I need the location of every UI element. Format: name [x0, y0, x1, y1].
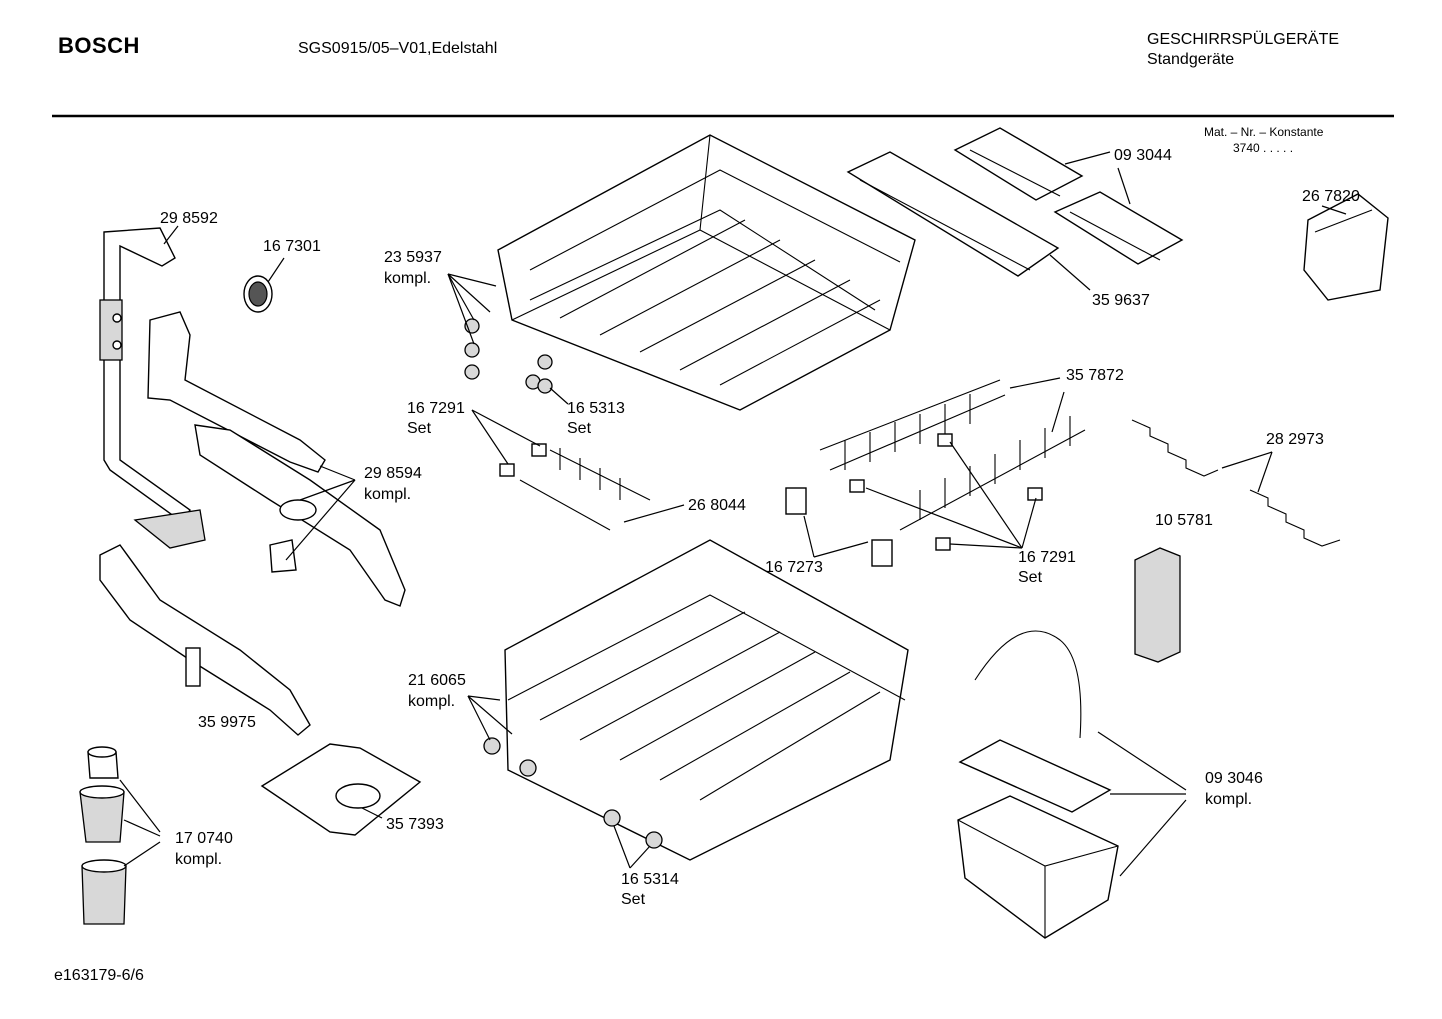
part-label-268044: 26 8044 [688, 497, 746, 514]
part-note-235937: kompl. [384, 270, 432, 287]
part-label-282973: 28 2973 [1266, 431, 1324, 448]
filter-drawing [79, 746, 127, 925]
matnr-value: 3740 . . . . . [1233, 141, 1294, 155]
leader-lines [119, 151, 1347, 877]
cutlery-basket-large-drawing [957, 630, 1119, 939]
part-label-298592: 29 8592 [160, 210, 218, 227]
part-label-298594: 29 8594 [364, 465, 422, 482]
part-label-165313: 16 5313 [567, 400, 625, 417]
spray-arm-upper-drawing [133, 311, 406, 607]
part-note-165314: Set [621, 891, 646, 908]
part-label-267820: 26 7820 [1302, 188, 1360, 205]
upper-basket-drawing [464, 134, 916, 411]
part-note-167291-right: Set [1018, 569, 1043, 586]
part-note-298594: kompl. [364, 486, 412, 503]
part-label-216065: 21 6065 [408, 672, 466, 689]
cup-racks-drawing [846, 127, 1184, 277]
disc-drawing [243, 275, 273, 313]
document-id: e163179-6/6 [54, 967, 144, 984]
category-title: GESCHIRRSPÜLGERÄTE [1147, 31, 1340, 48]
part-label-093046: 09 3046 [1205, 770, 1263, 787]
spray-pipe-drawing [99, 227, 191, 523]
part-label-359975: 35 9975 [198, 714, 256, 731]
stair-holders-drawing [1131, 419, 1341, 547]
part-label-170740: 17 0740 [175, 830, 233, 847]
part-note-167291-left: Set [407, 420, 432, 437]
matnr-title: Mat. – Nr. – Konstante [1204, 125, 1324, 139]
tine-row-left-drawing [519, 448, 651, 531]
category-subtitle: Standgeräte [1147, 51, 1235, 68]
part-label-167273: 16 7273 [765, 559, 823, 576]
tine-rows-drawing [819, 379, 1086, 531]
part-label-357393: 35 7393 [386, 816, 444, 833]
brand-logo: BOSCH [58, 33, 140, 58]
lower-basket-drawing [483, 539, 909, 861]
part-note-093046: kompl. [1205, 791, 1253, 808]
cutlery-basket-small-drawing [1303, 193, 1389, 301]
part-note-165313: Set [567, 420, 592, 437]
model-title: SGS0915/05–V01,Edelstahl [298, 40, 498, 57]
part-label-167291-left: 16 7291 [407, 400, 465, 417]
part-label-357872: 35 7872 [1066, 367, 1124, 384]
clips-drawing [499, 433, 1043, 567]
part-label-167301: 16 7301 [263, 238, 321, 255]
part-label-167291-right: 16 7291 [1018, 549, 1076, 566]
part-label-359637: 35 9637 [1092, 292, 1150, 309]
part-label-235937: 23 5937 [384, 249, 442, 266]
cutlery-holder-drawing [1134, 547, 1181, 663]
part-note-216065: kompl. [408, 693, 456, 710]
spray-arm-lower-drawing [99, 544, 311, 736]
part-label-105781: 10 5781 [1155, 512, 1213, 529]
part-note-170740: kompl. [175, 851, 223, 868]
part-label-165314: 16 5314 [621, 871, 679, 888]
part-label-093044: 09 3044 [1114, 147, 1172, 164]
